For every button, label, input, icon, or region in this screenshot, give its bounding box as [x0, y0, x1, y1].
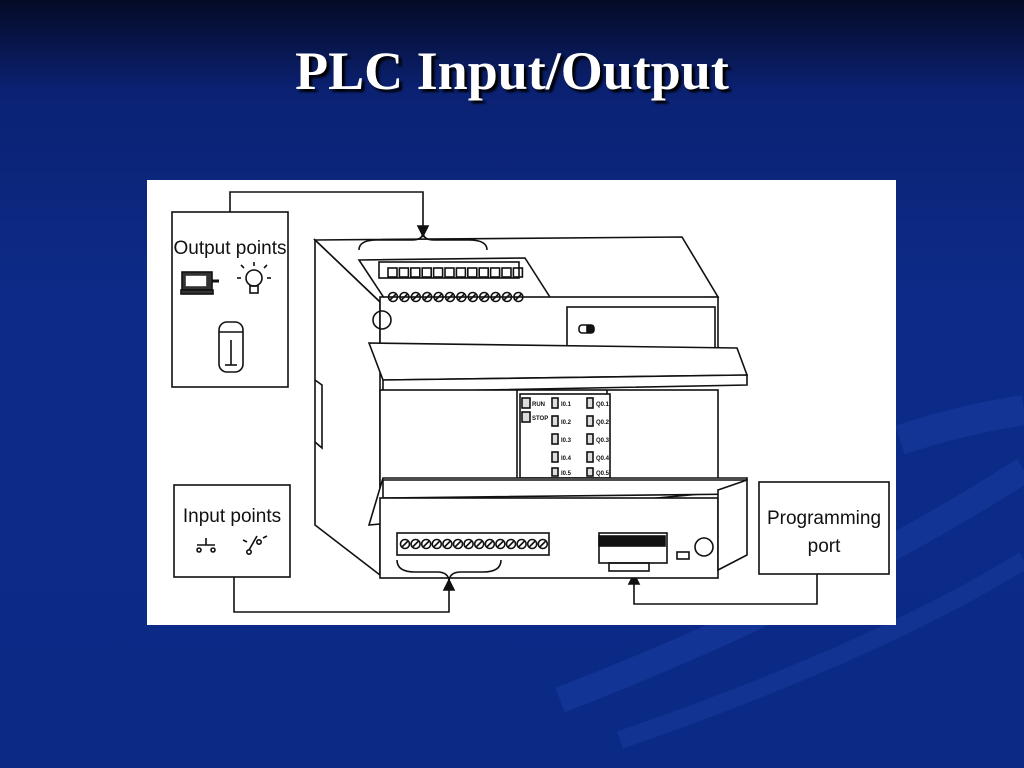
lower-terminal-screw [442, 538, 453, 550]
lower-terminal-screw [505, 538, 517, 550]
programming-connector-line [627, 572, 818, 605]
plc-unit [313, 236, 749, 579]
input-led-2: I0.2 [561, 420, 572, 426]
upper-terminal-tab [489, 267, 501, 278]
status-label-stop: STOP [532, 416, 548, 422]
upper-terminal-tab [478, 267, 490, 278]
status-label-run: RUN [532, 402, 545, 408]
output-connector-line [229, 191, 430, 238]
upper-terminal-screw [478, 291, 490, 303]
programming-label-line1: Programming [767, 508, 881, 529]
upper-terminal-screw [490, 291, 501, 303]
upper-terminal-screw [467, 291, 479, 303]
output-led-4: Q0.4 [596, 456, 610, 462]
upper-terminal-screw [399, 291, 410, 303]
input-led-1: I0.1 [561, 402, 572, 408]
output-led-1: Q0.1 [596, 402, 610, 408]
upper-terminal-tab [421, 267, 433, 278]
upper-terminal-screw [513, 291, 524, 303]
lower-terminal-screw [526, 538, 538, 550]
upper-terminal-tab [387, 267, 398, 278]
output-led-5: Q0.5 [596, 471, 610, 477]
upper-terminal-brace [358, 231, 488, 251]
lower-terminal-screw [463, 538, 474, 550]
output-led-3: Q0.3 [596, 438, 610, 444]
upper-terminal-tab [432, 267, 444, 278]
toggle-switch-icon [242, 535, 268, 555]
output-points-label: Output points [173, 238, 286, 259]
upper-terminal-screw [421, 291, 433, 303]
upper-terminal-screw [501, 291, 513, 303]
lower-terminal-screw [473, 538, 485, 550]
pushbutton-switch-icon [196, 538, 216, 553]
input-led-3: I0.3 [561, 438, 572, 444]
output-points-box [171, 211, 289, 388]
input-points-box [173, 484, 291, 578]
motor-icon [180, 271, 219, 295]
lower-terminal-brace [396, 559, 502, 583]
upper-terminal-tab [512, 267, 524, 278]
input-led-5: I0.5 [561, 471, 572, 477]
slide-title: PLC Input/Output [295, 41, 729, 101]
tank-icon [218, 321, 244, 373]
lower-terminal-screw [410, 538, 421, 550]
lower-terminal-screw [420, 538, 432, 550]
lower-terminal-screw [452, 538, 464, 550]
lower-terminal-screw [484, 538, 496, 550]
upper-terminal-screw [444, 291, 456, 303]
lower-terminal-strip [399, 538, 549, 550]
upper-terminal-screw [410, 291, 422, 303]
upper-terminal-tab [444, 267, 455, 278]
upper-terminal-tab [501, 267, 512, 278]
output-led-2: Q0.2 [596, 420, 610, 426]
plc-diagram-svg: Output points Input points Programming p… [171, 191, 890, 613]
upper-terminal-screw [387, 291, 399, 303]
upper-terminal-screw [433, 291, 444, 303]
lower-terminal-screw [495, 538, 506, 550]
lower-terminal-screw [431, 538, 443, 550]
light-bulb-icon [237, 262, 271, 294]
input-led-4: I0.4 [561, 456, 572, 462]
plc-diagram: Output points Input points Programming p… [147, 180, 896, 625]
lower-terminal-screw [516, 538, 527, 550]
programming-label-line2: port [808, 536, 841, 557]
upper-terminal-strip [387, 267, 524, 303]
lower-terminal-screw [399, 538, 411, 550]
upper-terminal-tab [466, 267, 478, 278]
lower-terminal-screw [537, 538, 549, 550]
upper-terminal-tab [409, 267, 421, 278]
input-connector-line [233, 577, 456, 613]
programming-port-box [758, 481, 890, 575]
upper-terminal-screw [456, 291, 467, 303]
input-points-label: Input points [183, 506, 281, 527]
upper-terminal-tab [455, 267, 467, 278]
upper-terminal-tab [398, 267, 410, 278]
